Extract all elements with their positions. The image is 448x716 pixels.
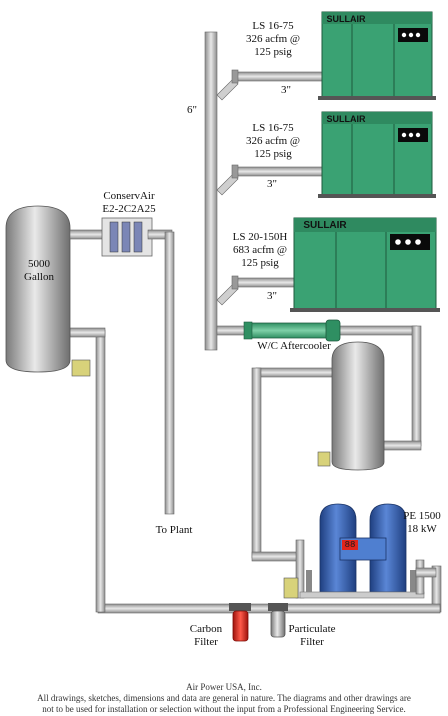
compressor-2-brand: SULLAIR: [326, 114, 366, 124]
wet-receiver-tank: [251, 341, 385, 559]
aftercooler-label: W/C Aftercooler: [257, 340, 331, 352]
conservair-model: E2-2C2A25: [102, 203, 156, 215]
compressor-3-label: LS 20-150H 683 acfm @ 125 psig: [222, 231, 298, 270]
to-plant-label: To Plant: [155, 524, 193, 536]
footer-company: Air Power USA, Inc.: [186, 682, 262, 692]
main-header-pipe: [204, 31, 218, 351]
compressor-3-branch-pipe: [216, 275, 295, 306]
tank-unit: Gallon: [24, 271, 54, 283]
compressor-1-label: LS 16-75 326 acfm @ 125 psig: [238, 20, 308, 59]
compressor-1-pressure: 125 psig: [254, 46, 292, 58]
dryer-label: PE 1500 18 kW: [398, 510, 446, 536]
conservair-unit: [101, 217, 173, 257]
particulate-filter-line2: Filter: [300, 636, 324, 648]
dryer-display: 88: [344, 540, 356, 550]
compressor-1: [318, 11, 436, 100]
dryer-power: 18 kW: [407, 523, 437, 535]
footer-disclaimer-2: not to be used for installation or selec…: [42, 704, 406, 714]
compressor-2-pressure: 125 psig: [254, 148, 292, 160]
compressor-2-label: LS 16-75 326 acfm @ 125 psig: [238, 122, 308, 161]
particulate-filter-label: Particulate Filter: [282, 623, 342, 649]
carbon-filter-line2: Filter: [194, 636, 218, 648]
dryer-model: PE 1500: [403, 510, 441, 522]
footer-disclaimer-1: All drawings, sketches, dimensions and d…: [37, 693, 411, 703]
compressor-1-pipe-size: 3": [281, 84, 291, 96]
compressor-2-pipe-size: 3": [267, 178, 277, 190]
storage-tank-5000-gallon: [5, 205, 105, 377]
header-pipe-size: 6": [187, 104, 197, 116]
compressor-2: [318, 111, 436, 198]
particulate-filter: [268, 603, 288, 638]
compressor-1-model: LS 16-75: [252, 20, 294, 32]
compressor-2-model: LS 16-75: [252, 122, 294, 134]
compressor-3-pipe-size: 3": [267, 290, 277, 302]
compressor-3-model: LS 20-150H: [232, 231, 288, 243]
carbon-filter: [229, 603, 251, 642]
carbon-filter-label: Carbon Filter: [186, 623, 226, 649]
compressor-2-flow: 326 acfm @: [245, 135, 301, 147]
to-plant-pipe: [164, 231, 175, 515]
conservair-name: ConservAir: [103, 190, 155, 202]
dryer: [251, 503, 425, 599]
compressor-3-brand: SULLAIR: [303, 220, 347, 231]
aftercooler: [243, 319, 341, 342]
compressor-3: [290, 217, 440, 312]
compressor-1-brand: SULLAIR: [326, 14, 366, 24]
compressor-3-flow: 683 acfm @: [232, 244, 288, 256]
conservair-label: ConservAir E2-2C2A25: [92, 190, 166, 216]
compressor-1-branch-pipe: [216, 69, 323, 101]
compressor-2-branch-pipe: [216, 164, 323, 196]
particulate-filter-line1: Particulate: [288, 623, 336, 635]
carbon-filter-line1: Carbon: [189, 623, 223, 635]
compressor-3-pressure: 125 psig: [241, 257, 279, 269]
tank-capacity: 5000: [28, 258, 50, 270]
compressor-1-flow: 326 acfm @: [245, 33, 301, 45]
tank-label: 5000 Gallon: [14, 258, 64, 284]
